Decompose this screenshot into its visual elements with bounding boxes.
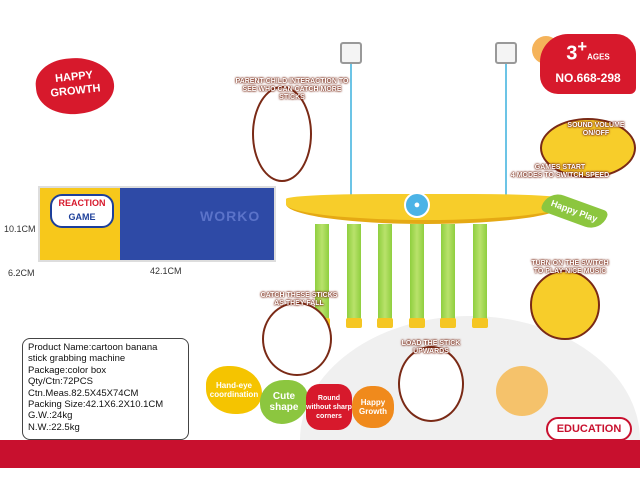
callout-catch: CATCH THESE STICKS AS THEY FALL <box>254 292 344 308</box>
stick <box>473 224 487 320</box>
callout-switch-circle <box>530 270 600 340</box>
age-plus: + <box>577 37 588 56</box>
feature-hand-eye: Hand-eye coordination <box>206 366 262 414</box>
callout-catch-circle <box>262 302 332 376</box>
callout-sound-circle <box>540 118 636 178</box>
dim-width: 42.1CM <box>150 266 182 276</box>
callout-games-start: GAMES START 4 MODES TO SWITCH SPEED <box>505 164 615 180</box>
wall-hook-left <box>340 42 362 64</box>
feature-round: Round without sharp corners <box>306 384 352 430</box>
callout-load-circle <box>398 346 464 422</box>
stick-cap <box>409 318 425 328</box>
info-line: Package:color box <box>28 364 107 376</box>
box-brand: WORKO <box>200 208 261 224</box>
callout-text: GAMES START <box>534 164 586 171</box>
info-line: N.W.:22.5kg <box>28 421 80 433</box>
feature-cute-shape: Cute shape <box>260 380 308 424</box>
callout-text: SEE WHO CAN CATCH MORE STICKS <box>242 86 342 101</box>
product-package-box: REACTION GAME WORKO <box>38 186 276 262</box>
callout-sound: SOUND VOLUME ON/OFF <box>556 122 636 138</box>
ages-label: AGES <box>587 52 610 62</box>
box-logo: REACTION GAME <box>50 194 114 228</box>
product-info-box: Product Name:cartoon banana stick grabbi… <box>22 338 189 440</box>
callout-load: LOAD THE STICK UPWARDS <box>386 340 476 356</box>
footer-band <box>0 440 640 468</box>
callout-parent-child: PARENT-CHILD INTERACTION TO SEE WHO CAN … <box>232 78 352 102</box>
info-line: G.W.:24kg <box>28 410 73 422</box>
footer-strip <box>0 468 640 480</box>
stick <box>441 224 455 320</box>
callout-turn-on: TURN ON THE SWITCH TO PLAY NICE MUSIC <box>525 260 615 276</box>
info-line: Qty/Ctn:72PCS <box>28 376 93 388</box>
stick-cap <box>440 318 456 328</box>
dim-height: 10.1CM <box>4 224 36 234</box>
box-title-1: REACTION <box>58 198 106 208</box>
callout-text: AS THEY FALL <box>274 300 324 307</box>
callout-text: TURN ON THE SWITCH <box>531 260 609 267</box>
string-left <box>350 64 352 198</box>
stick-cap <box>346 318 362 328</box>
info-line: stick grabbing machine <box>28 353 126 365</box>
stick <box>315 224 329 320</box>
callout-text: CATCH THESE STICKS <box>260 292 338 299</box>
stick <box>347 224 361 320</box>
monkey-icon: ● <box>404 192 430 218</box>
education-badge: EDUCATION <box>546 417 632 441</box>
happy-play-arrow: Happy Play <box>540 189 609 233</box>
stick-cap <box>472 318 488 328</box>
box-title-2: GAME <box>68 212 96 222</box>
callout-text: SOUND VOLUME <box>567 122 625 129</box>
stick <box>378 224 392 320</box>
model-number: NO.668-298 <box>555 70 621 85</box>
info-line: Ctn.Meas.82.5X45X74CM <box>28 387 139 399</box>
string-right <box>505 64 507 198</box>
info-line: Product Name:cartoon banana <box>28 342 158 353</box>
callout-text: LOAD THE STICK <box>401 340 461 347</box>
age-number: 3 <box>566 42 578 65</box>
age-badge: 3+AGES NO.668-298 <box>540 34 636 94</box>
stick <box>410 224 424 320</box>
callout-text: 4 MODES TO SWITCH SPEED <box>510 172 610 179</box>
callout-parent-child-circle <box>252 86 312 182</box>
info-line: Packing Size:42.1X6.2X10.1CM <box>28 399 164 411</box>
callout-text: UPWARDS <box>413 348 449 355</box>
happy-growth-badge: HAPPY GROWTH <box>33 54 117 118</box>
dim-depth: 6.2CM <box>8 268 35 278</box>
lion-mascot <box>496 366 548 416</box>
callout-text: PARENT-CHILD INTERACTION TO <box>235 78 349 85</box>
stick-cap <box>377 318 393 328</box>
wall-hook-right <box>495 42 517 64</box>
feature-happy-growth: Happy Growth <box>352 386 394 428</box>
callout-text: TO PLAY NICE MUSIC <box>533 268 607 275</box>
callout-text: ON/OFF <box>582 130 610 137</box>
